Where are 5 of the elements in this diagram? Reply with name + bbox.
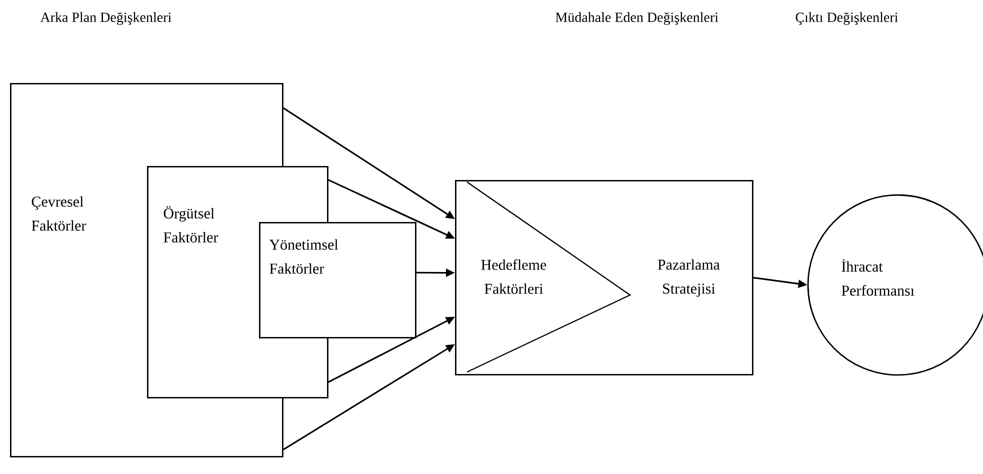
column-heading: Müdahale Eden Değişkenleri: [556, 12, 718, 25]
factor-box: Hedefleme Faktörleri Pazarlama Stratejisi: [455, 180, 754, 376]
factor-box: Yönetimsel Faktörler: [259, 222, 416, 338]
column-heading: Arka Plan Değişkenleri: [40, 12, 172, 25]
column-heading: Çıktı Değişkenleri: [796, 12, 898, 25]
